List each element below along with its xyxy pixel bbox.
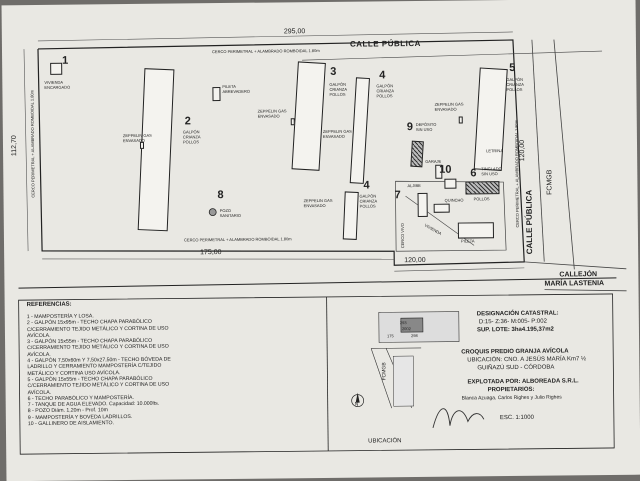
references-list: 1 - MAMPOSTERÍA Y LOSA.2 - GALPÓN 15x95m… xyxy=(27,311,328,427)
croquis-title: CROQUIS PREDIO GRANJA AVÍCOLA xyxy=(461,348,569,356)
map-number-3: 175 xyxy=(386,333,394,339)
map-number-4: 298 xyxy=(410,332,418,339)
info-panel: DESIGNACIÓN CATASTRAL: D:15- Z:36- M:005… xyxy=(327,296,611,447)
map-number-1: 293 xyxy=(399,320,407,326)
location-map xyxy=(351,311,460,409)
ubicacion-label: UBICACIÓN xyxy=(368,438,402,445)
explotada: EXPLOTADA POR: ALBOREADA S.R.L. xyxy=(467,378,579,386)
designacion-code: D:15- Z:36- M:005- P:002 xyxy=(478,318,547,326)
propietarios-title: PROPIETARIOS: xyxy=(487,386,535,394)
signature xyxy=(432,408,485,428)
ubicacion-text: UBICACIÓN: CNO. A JESÚS MARÍA Km7 ½ xyxy=(467,356,586,364)
map-fcmgb: FCMGB xyxy=(381,362,388,381)
designacion-title: DESIGNACIÓN CATASTRAL: xyxy=(476,310,559,318)
north-label: N xyxy=(354,401,359,408)
map-number-2: 2002 xyxy=(401,326,411,332)
localidad: GUIÑAZÚ SUD - CÓRDOBA xyxy=(477,364,555,372)
escala: ESC. 1:1000 xyxy=(499,414,534,422)
references-panel: REFERENCIAS: 1 - MAMPOSTERÍA Y LOSA.2 - … xyxy=(27,299,328,428)
sup-lote: SUP. LOTE: 3ha4.195,37m2 xyxy=(476,326,554,334)
